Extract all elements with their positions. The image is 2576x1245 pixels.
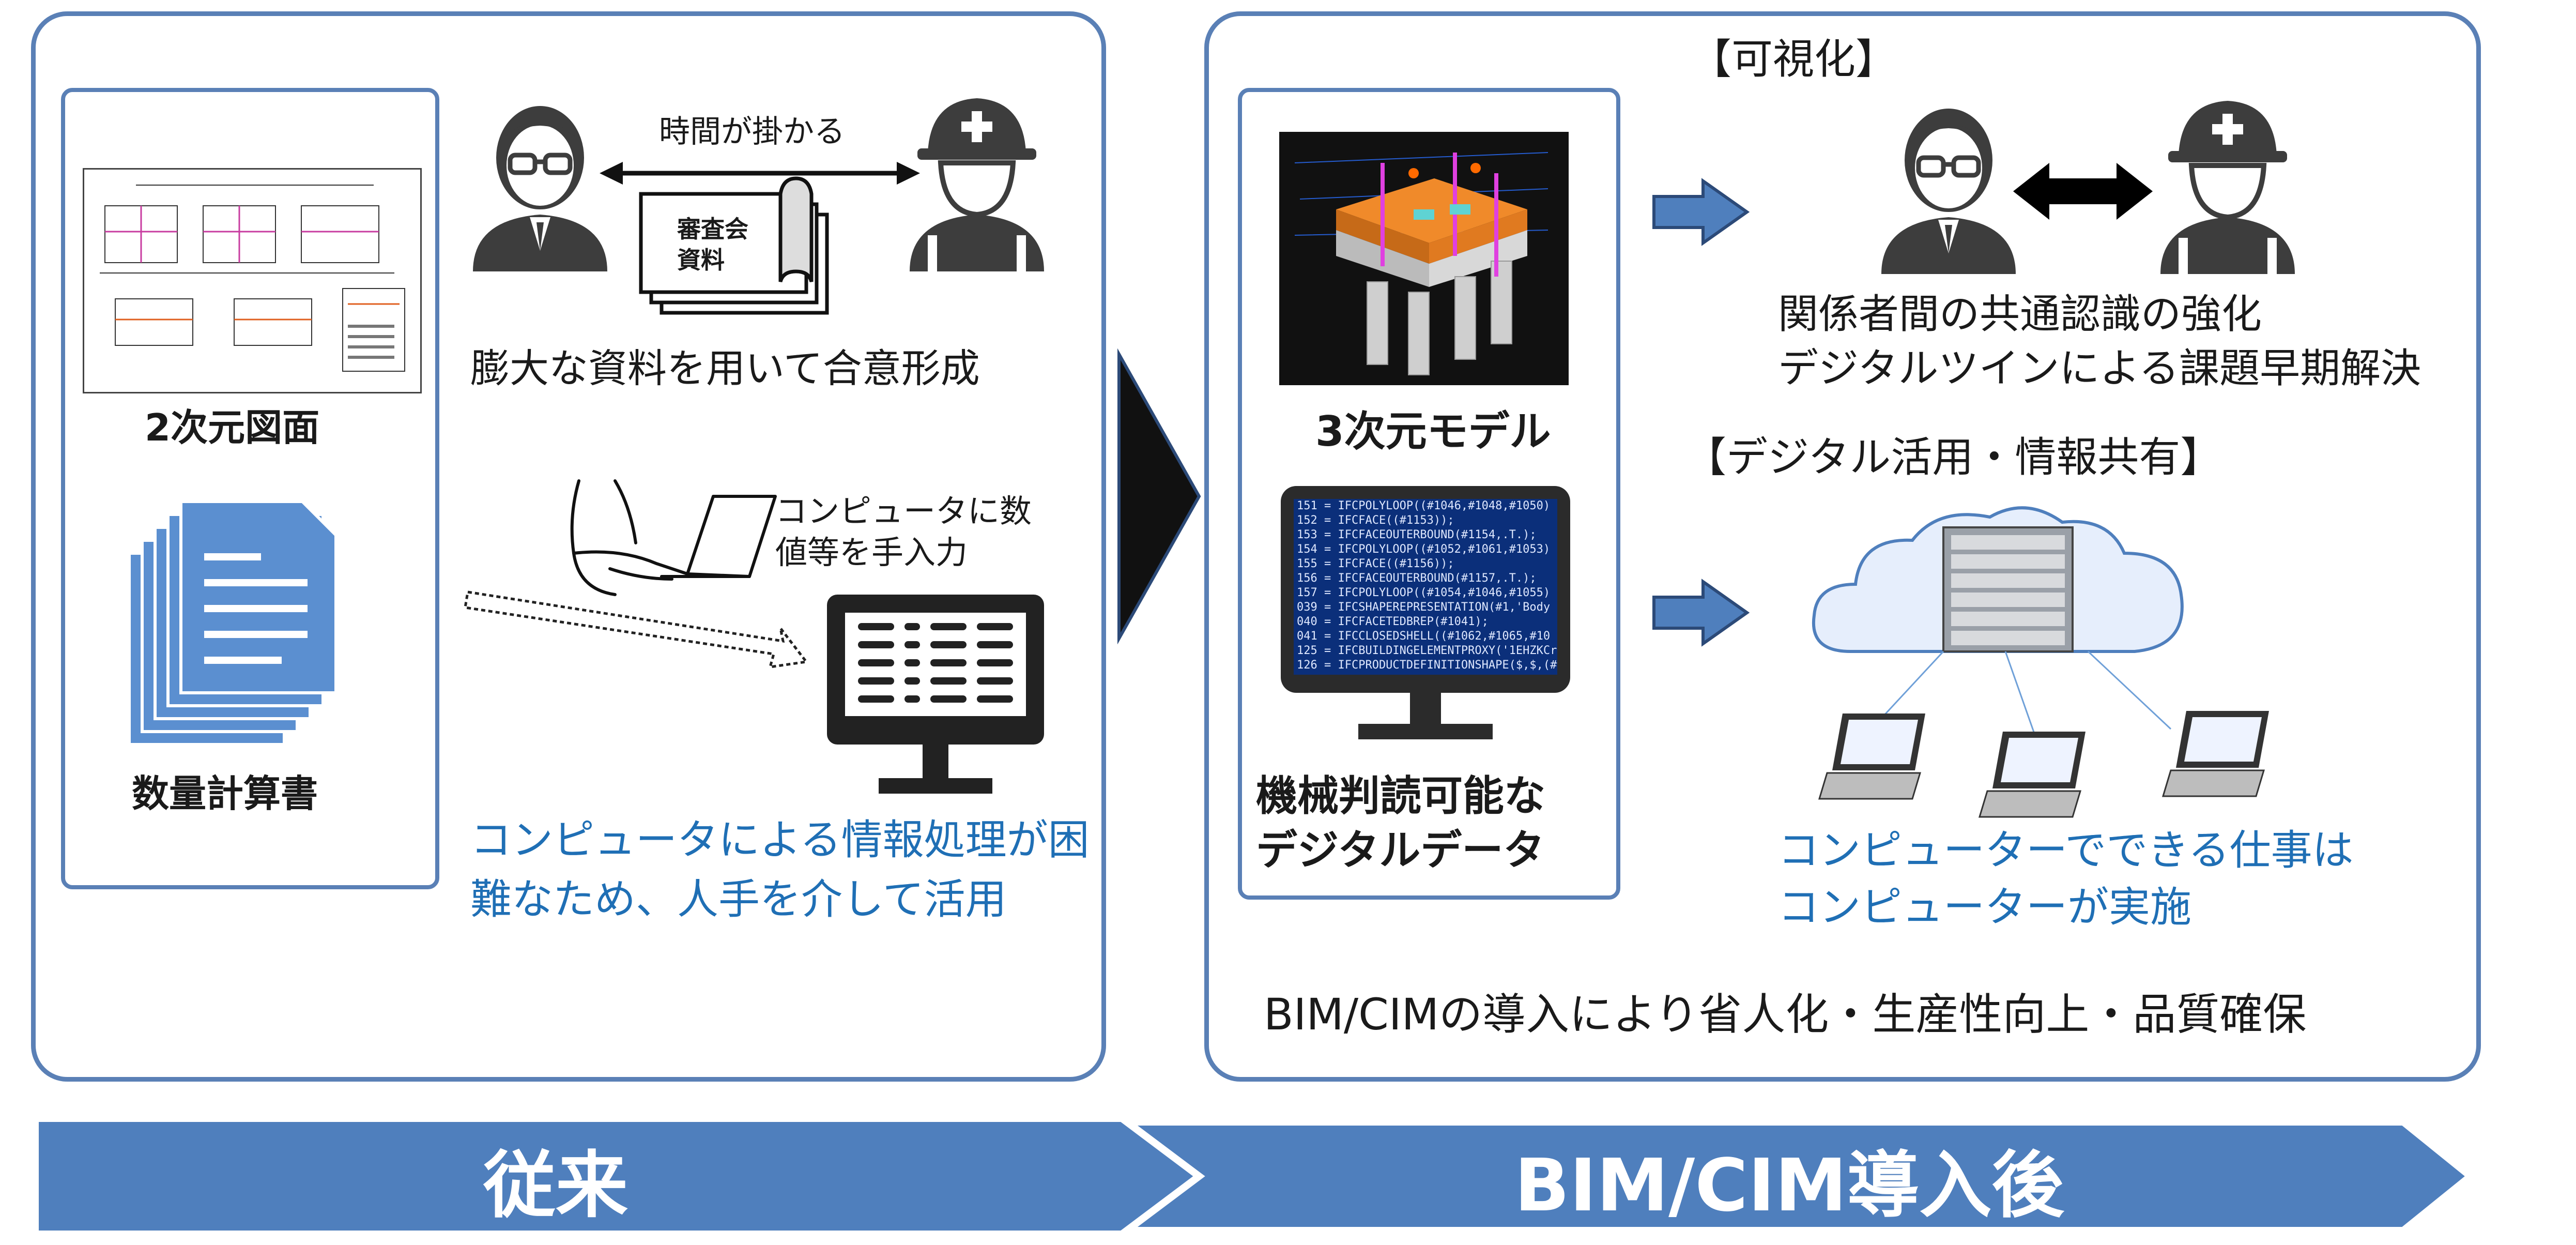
- calc-label: 数量計算書: [132, 772, 318, 815]
- summary-text: BIM/CIMの導入により省人化・生産性向上・品質確保: [1264, 989, 2307, 1040]
- office-worker-icon: [473, 106, 607, 271]
- monitor-stand-icon: [1358, 693, 1493, 739]
- difficulty-line-2: 難なため、人手を介して活用: [470, 875, 1007, 923]
- code-line: 153 = IFCFACEOUTERBOUND(#1154,.T.);: [1297, 528, 1537, 541]
- construction-worker-icon: [910, 98, 1044, 271]
- laptop-user-icon: [570, 479, 777, 596]
- computer-line-2: コンピューターが実施: [1778, 883, 2191, 931]
- 3d-model-image: [1279, 132, 1569, 385]
- dotted-arrow-icon: [464, 590, 809, 669]
- code-line: 155 = IFCFACE((#1156));: [1297, 557, 1454, 570]
- machine-readable-line-2: デジタルデータ: [1256, 826, 1545, 874]
- code-line: 152 = IFCFACE((#1153));: [1297, 514, 1454, 527]
- banner-arrow-before: [39, 1122, 1207, 1231]
- consensus-text: 膨大な資料を用いて合意形成: [470, 345, 980, 391]
- code-line: 151 = IFCPOLYLOOP((#1046,#1048,#1050): [1297, 499, 1551, 512]
- visualization-line-1: 関係者間の共通認識の強化: [1778, 291, 2262, 338]
- 3d-model-label: 3次元モデル: [1315, 407, 1551, 456]
- machine-readable-line-1: 機械判読可能な: [1256, 772, 1545, 820]
- right-arrow-icon-2: [1652, 579, 1750, 647]
- code-line: 126 = IFCPRODUCTDEFINITIONSHAPE($,$,(#: [1297, 659, 1557, 672]
- visualization-line-2: デジタルツインによる課題早期解決: [1778, 345, 2421, 392]
- transition-chevron-icon: [1117, 348, 1201, 645]
- code-line: 156 = IFCFACEOUTERBOUND(#1157,.T.);: [1297, 572, 1537, 585]
- banner-arrow-after: [1116, 1118, 2477, 1234]
- code-line: 157 = IFCPOLYLOOP((#1054,#1046,#1055): [1297, 586, 1551, 599]
- laptop-icon-3: [2161, 711, 2269, 797]
- code-monitor: 151 = IFCPOLYLOOP((#1046,#1048,#1050) 15…: [1281, 486, 1570, 693]
- digital-heading: 【デジタル活用・情報共有】: [1685, 433, 2222, 481]
- code-screen: 151 = IFCPOLYLOOP((#1046,#1048,#1050) 15…: [1294, 499, 1557, 675]
- review-docs-label-2: 資料: [677, 246, 725, 274]
- code-line: 154 = IFCPOLYLOOP((#1052,#1061,#1053): [1297, 543, 1551, 556]
- banner-after-label: BIM/CIM導入後: [1514, 1144, 2064, 1228]
- laptop-icon-2: [1978, 732, 2086, 818]
- monitor-data-icon: [827, 595, 1044, 794]
- drawing-sheet-image: [83, 168, 422, 393]
- drawing-label: 2次元図面: [145, 406, 320, 449]
- bold-double-arrow-icon: [2013, 163, 2153, 220]
- code-line: 041 = IFCCLOSEDSHELL((#1062,#1065,#10: [1297, 630, 1551, 643]
- code-line: 039 = IFCSHAPEREPRESENTATION(#1,'Body: [1297, 601, 1551, 614]
- code-line: 040 = IFCFACETEDBREP(#1041);: [1297, 615, 1489, 628]
- network-lines: [1875, 650, 2172, 740]
- difficulty-line-1: コンピュータによる情報処理が困: [470, 816, 1090, 864]
- code-line: 125 = IFCBUILDINGELEMENTPROXY('1EHZKCr: [1297, 644, 1557, 657]
- review-documents-icon: [639, 176, 829, 315]
- cloud-server-icon: [1812, 506, 2184, 653]
- manual-input-line-1: コンピュータに数: [775, 492, 1032, 530]
- right-arrow-icon-1: [1652, 178, 1750, 246]
- construction-worker-icon-right: [2160, 101, 2295, 274]
- laptop-icon-1: [1818, 713, 1925, 800]
- review-docs-label-1: 審査会: [677, 215, 748, 243]
- time-label: 時間が掛かる: [659, 114, 845, 150]
- banner-before-label: 従来: [483, 1144, 628, 1228]
- computer-line-1: コンピューターでできる仕事は: [1778, 826, 2354, 874]
- double-arrow-time-icon: [600, 162, 920, 185]
- office-worker-icon-right: [1881, 109, 2016, 274]
- manual-input-line-2: 値等を手入力: [775, 534, 968, 571]
- visualization-heading: 【可視化】: [1690, 35, 1897, 83]
- document-stack-icon: [128, 500, 338, 746]
